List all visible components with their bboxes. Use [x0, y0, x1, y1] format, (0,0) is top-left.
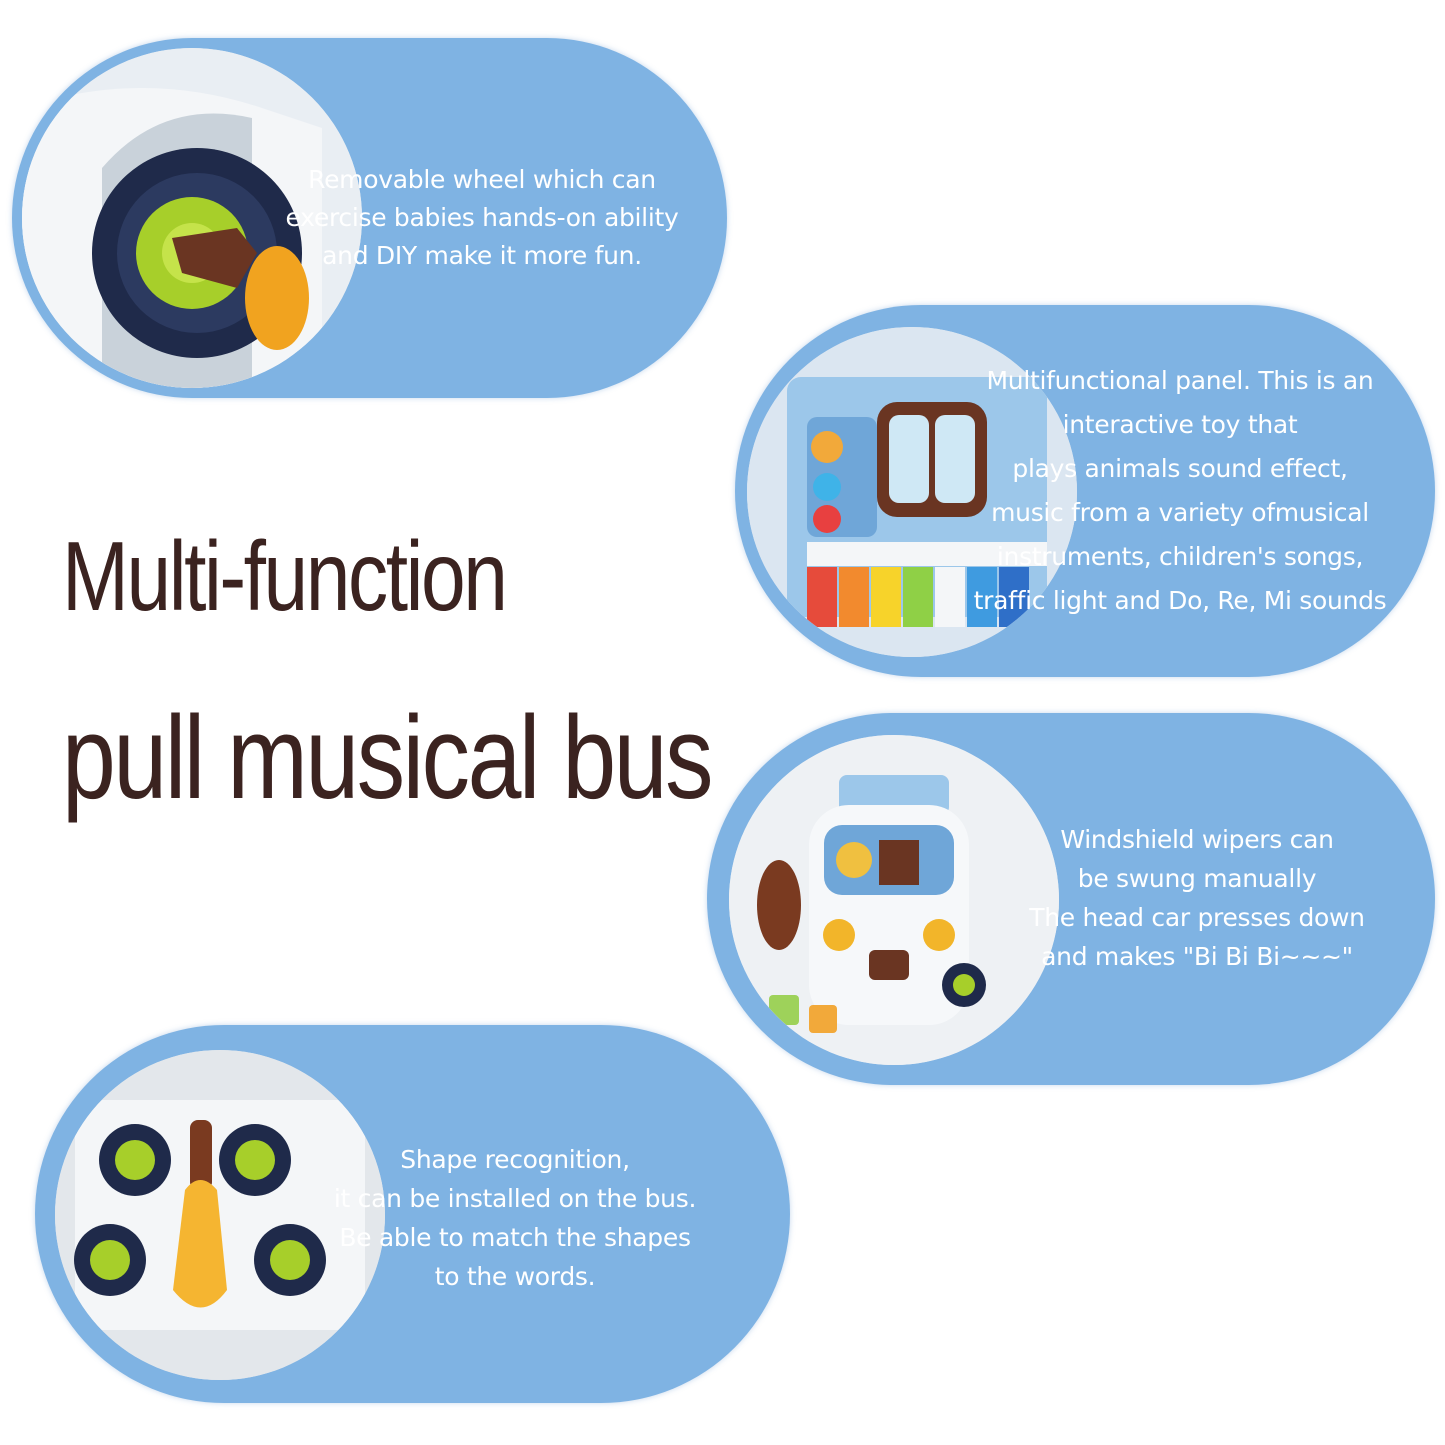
feature-line: Multifunctional panel. This is an	[986, 366, 1374, 395]
feature-line: to the words.	[434, 1261, 596, 1291]
feature-text-panel: Multifunctional panel. This is an intera…	[974, 355, 1387, 627]
feature-card-panel: Multifunctional panel. This is an intera…	[735, 305, 1435, 677]
headline-line-1: Multi-function	[62, 521, 508, 631]
feature-text-shapes: Shape recognition, it can be installed o…	[310, 1135, 720, 1300]
feature-text-bus: Windshield wipers can be swung manually …	[997, 813, 1397, 983]
bus-photo	[729, 735, 1059, 1065]
feature-line: The head car presses down	[1029, 903, 1365, 932]
feature-line: and makes "Bi Bi Bi~~~"	[1041, 942, 1353, 971]
feature-line: and DIY make it more fun.	[322, 241, 642, 270]
panel-photo	[747, 327, 1077, 657]
feature-line: traffic light and Do, Re, Mi sounds	[973, 586, 1387, 615]
feature-card-bus: Windshield wipers can be swung manually …	[707, 713, 1435, 1085]
shapes-photo	[55, 1050, 385, 1380]
feature-line: it can be installed on the bus.	[333, 1183, 697, 1213]
headline-line-2: pull musical bus	[62, 692, 713, 824]
feature-line: Removable wheel which can	[308, 165, 656, 194]
feature-card-shapes: Shape recognition, it can be installed o…	[35, 1025, 790, 1403]
feature-line: interactive toy that	[1062, 410, 1298, 439]
feature-line: Be able to match the shapes	[339, 1222, 691, 1252]
feature-line: music from a variety ofmusical	[991, 498, 1369, 527]
feature-card-wheel: Removable wheel which can exercise babie…	[12, 38, 727, 398]
wheel-photo	[22, 48, 362, 388]
feature-line: exercise babies hands-on ability	[285, 203, 679, 232]
feature-line: Windshield wipers can	[1060, 825, 1334, 854]
feature-line: plays animals sound effect,	[1012, 454, 1348, 483]
feature-text-wheel: Removable wheel which can exercise babie…	[262, 138, 702, 298]
feature-line: be swung manually	[1077, 864, 1317, 893]
feature-line: instruments, children's songs,	[996, 542, 1364, 571]
feature-line: Shape recognition,	[400, 1144, 630, 1174]
